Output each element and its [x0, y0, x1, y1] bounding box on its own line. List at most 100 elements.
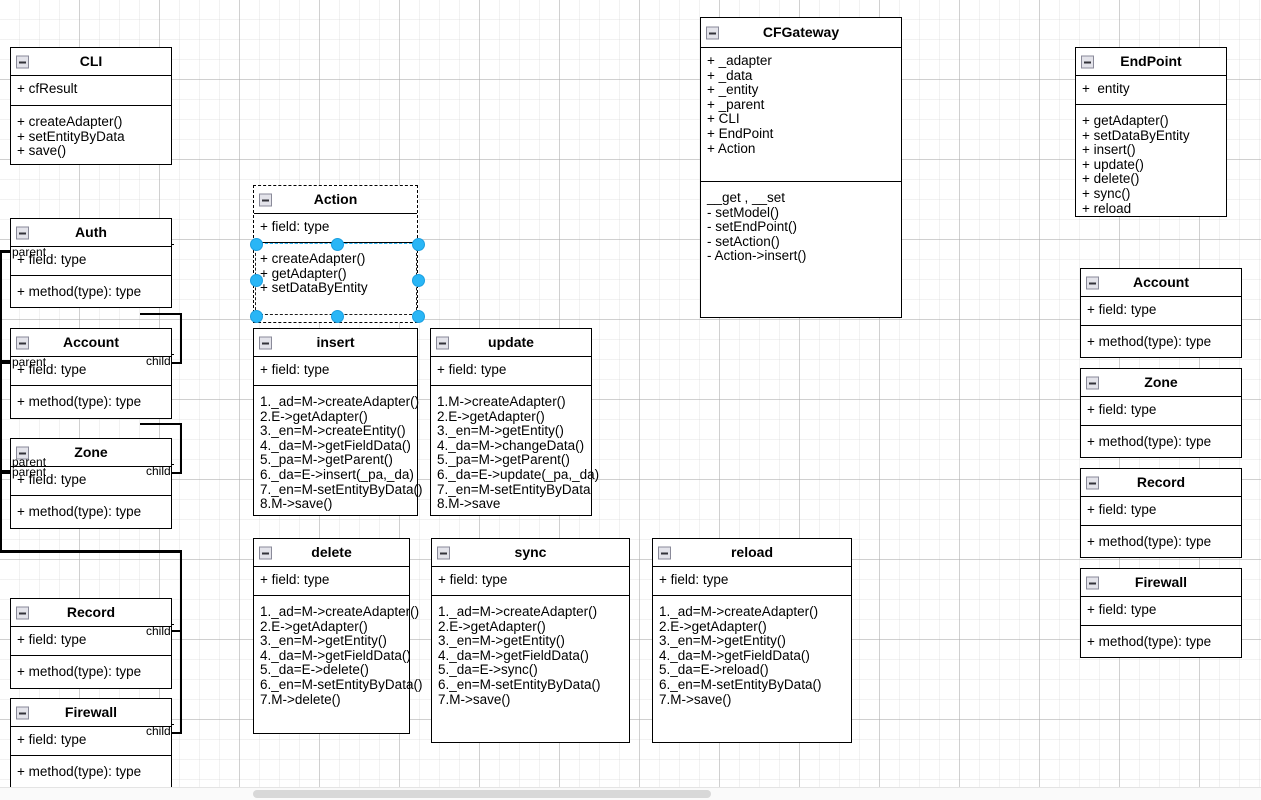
collapse-minus-icon[interactable]	[1086, 576, 1099, 589]
collapse-minus-icon[interactable]	[16, 706, 29, 719]
collapse-minus-icon[interactable]	[658, 546, 671, 559]
resize-handle-se[interactable]	[411, 309, 425, 323]
uml-attributes-compartment: + field: type	[254, 214, 417, 243]
resize-handle-s[interactable]	[330, 309, 344, 323]
uml-class-title: Firewall	[1134, 574, 1188, 591]
uml-class-record-right[interactable]: Record+ field: type+ method(type): type	[1080, 468, 1242, 558]
uml-operations-compartment: + method(type): type	[1081, 326, 1241, 357]
uml-operation-line: + sync()	[1082, 185, 1131, 201]
uml-class-firewall-left[interactable]: Firewall+ field: type+ method(type): typ…	[10, 698, 172, 789]
uml-operation-line: 2.E->getAdapter()	[437, 408, 545, 424]
uml-class-header-cfgateway[interactable]: CFGateway	[701, 18, 901, 48]
uml-class-header-record-left[interactable]: Record	[11, 599, 171, 627]
uml-class-cli[interactable]: CLI+ cfResult+ createAdapter()+ setEntit…	[10, 47, 172, 165]
resize-handle-n[interactable]	[330, 237, 344, 251]
resize-handle-sw[interactable]	[249, 309, 263, 323]
uml-operation-line: 1.M->createAdapter()	[437, 394, 566, 409]
uml-operation-line: 1._ad=M->createAdapter()	[260, 394, 420, 409]
uml-operation-line: __get , __set	[707, 190, 786, 205]
uml-class-title: Account	[63, 334, 119, 351]
uml-class-header-auth[interactable]: Auth	[11, 219, 171, 247]
uml-class-record-left[interactable]: Record+ field: type+ method(type): type	[10, 598, 172, 689]
uml-attribute-line: + _adapter	[707, 53, 772, 68]
uml-class-header-account-left[interactable]: Account	[11, 329, 171, 357]
collapse-minus-icon[interactable]	[16, 606, 29, 619]
uml-class-header-reload[interactable]: reload	[653, 539, 851, 567]
uml-operations-compartment: + method(type): type	[11, 496, 171, 528]
collapse-minus-icon[interactable]	[16, 446, 29, 459]
uml-operation-line: 4._da=M->getFieldData()	[659, 647, 810, 663]
collapse-minus-icon[interactable]	[259, 336, 272, 349]
collapse-minus-icon[interactable]	[706, 26, 719, 39]
collapse-minus-icon[interactable]	[436, 336, 449, 349]
uml-operations-compartment: + method(type): type	[1081, 426, 1241, 457]
uml-class-endpoint[interactable]: EndPoint+ entity+ getAdapter()+ setDataB…	[1075, 47, 1227, 217]
uml-class-header-cli[interactable]: CLI	[11, 48, 171, 76]
uml-operation-line: + setDataByEntity	[260, 280, 368, 296]
uml-class-header-update[interactable]: update	[431, 329, 591, 357]
uml-attribute-line: + field: type	[17, 252, 87, 267]
uml-class-header-sync[interactable]: sync	[432, 539, 629, 567]
uml-class-header-record-right[interactable]: Record	[1081, 469, 1241, 497]
uml-attribute-line: + field: type	[17, 632, 87, 647]
uml-class-title: Zone	[1144, 374, 1178, 391]
uml-operation-line: 1._ad=M->createAdapter()	[438, 604, 598, 619]
collapse-minus-icon[interactable]	[16, 226, 29, 239]
collapse-minus-icon[interactable]	[437, 546, 450, 559]
uml-attributes-compartment: + field: type	[11, 467, 171, 496]
uml-class-title: Auth	[75, 224, 107, 241]
uml-operations-compartment: + createAdapter()+ setEntityByData+ save…	[11, 106, 171, 164]
uml-class-header-endpoint[interactable]: EndPoint	[1076, 48, 1226, 76]
uml-operation-line: + insert()	[1082, 142, 1136, 158]
collapse-minus-icon[interactable]	[16, 55, 29, 68]
collapse-minus-icon[interactable]	[1081, 55, 1094, 68]
uml-class-zone-left[interactable]: Zone+ field: type+ method(type): type	[10, 438, 172, 529]
uml-attributes-compartment: + field: type	[1081, 597, 1241, 626]
uml-class-header-firewall-left[interactable]: Firewall	[11, 699, 171, 727]
uml-class-header-delete[interactable]: delete	[254, 539, 409, 567]
horizontal-scrollbar-track[interactable]	[0, 787, 1261, 800]
uml-operation-line: 2.E->getAdapter()	[659, 618, 767, 634]
resize-handle-e[interactable]	[411, 273, 425, 287]
resize-handle-ne[interactable]	[411, 237, 425, 251]
uml-class-action[interactable]: Action+ field: type+ createAdapter()+ ge…	[253, 185, 418, 323]
collapse-minus-icon[interactable]	[259, 546, 272, 559]
connector-segment	[180, 423, 182, 474]
uml-operation-line: - Action->insert()	[707, 248, 807, 264]
uml-class-cfgateway[interactable]: CFGateway+ _adapter+ _data+ _entity+ _pa…	[700, 17, 902, 318]
collapse-minus-icon[interactable]	[16, 336, 29, 349]
uml-class-header-insert[interactable]: insert	[254, 329, 417, 357]
uml-operation-line: 7.M->save()	[659, 691, 732, 707]
uml-class-firewall-right[interactable]: Firewall+ field: type+ method(type): typ…	[1080, 568, 1242, 658]
collapse-minus-icon[interactable]	[1086, 376, 1099, 389]
uml-class-header-zone-left[interactable]: Zone	[11, 439, 171, 467]
uml-operation-line: + reload	[1082, 200, 1132, 216]
uml-class-header-zone-right[interactable]: Zone	[1081, 369, 1241, 397]
uml-class-auth[interactable]: Auth+ field: type+ method(type): type	[10, 218, 172, 308]
resize-handle-w[interactable]	[249, 273, 263, 287]
uml-operation-line: 2.E->getAdapter()	[438, 618, 546, 634]
horizontal-scrollbar-thumb[interactable]	[253, 790, 711, 798]
uml-class-account-left[interactable]: Account+ field: type+ method(type): type	[10, 328, 172, 419]
uml-operations-compartment: 1._ad=M->createAdapter()2.E->getAdapter(…	[653, 596, 851, 742]
edge-label-firewall-child: child	[146, 724, 171, 738]
uml-operation-line: + getAdapter()	[1082, 113, 1169, 128]
collapse-minus-icon[interactable]	[1086, 276, 1099, 289]
uml-class-header-firewall-right[interactable]: Firewall	[1081, 569, 1241, 597]
collapse-minus-icon[interactable]	[259, 193, 272, 206]
uml-class-header-account-right[interactable]: Account	[1081, 269, 1241, 297]
uml-operation-line: - setAction()	[707, 233, 780, 249]
uml-class-header-action[interactable]: Action	[254, 186, 417, 214]
collapse-minus-icon[interactable]	[1086, 476, 1099, 489]
edge-label-zone-parent-b: parent	[12, 465, 47, 479]
uml-operation-line: 4._da=M->getFieldData()	[438, 647, 589, 663]
uml-class-account-right[interactable]: Account+ field: type+ method(type): type	[1080, 268, 1242, 358]
resize-handle-nw[interactable]	[249, 237, 263, 251]
uml-class-zone-right[interactable]: Zone+ field: type+ method(type): type	[1080, 368, 1242, 458]
